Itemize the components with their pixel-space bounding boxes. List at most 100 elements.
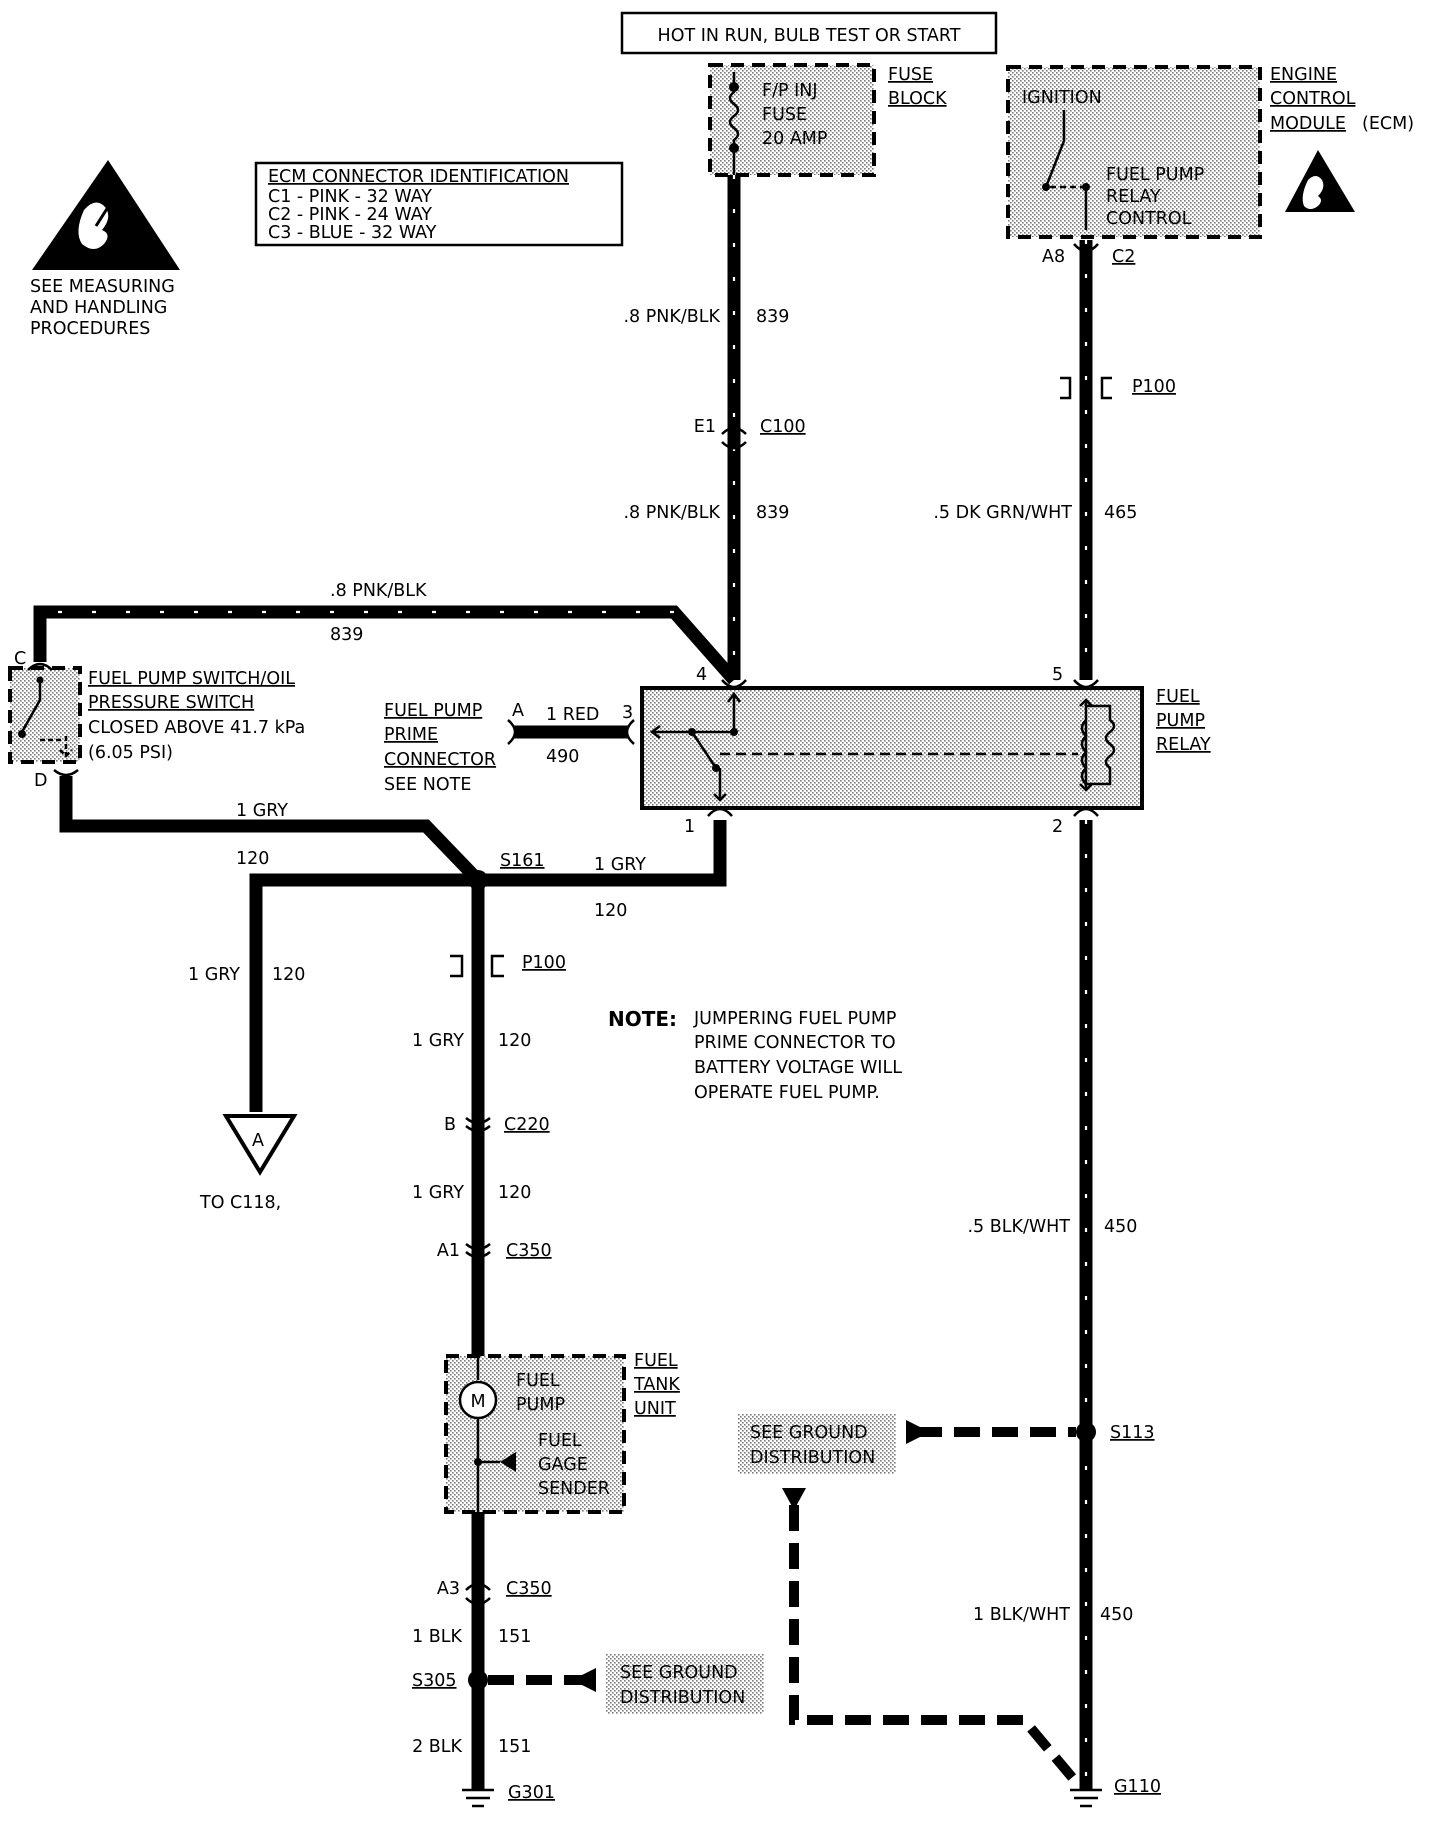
svg-text:120: 120: [594, 901, 627, 921]
prime-note: NOTE: JUMPERING FUEL PUMP PRIME CONNECTO…: [608, 1007, 902, 1103]
svg-text:1 GRY: 1 GRY: [594, 855, 646, 875]
ground-distribution-ref-a[interactable]: SEE GROUND DISTRIBUTION: [738, 1414, 896, 1474]
svg-text:.5 DK GRN/WHT: .5 DK GRN/WHT: [933, 503, 1072, 523]
svg-text:C350: C350: [506, 1241, 552, 1261]
connector-p100-upper: P100: [1060, 376, 1176, 400]
oil-pressure-switch: C D FUEL PUMP SWITCH/OIL PRESSURE SWITCH…: [8, 649, 305, 791]
svg-text:UNIT: UNIT: [634, 1399, 676, 1419]
svg-text:C2: C2: [1112, 247, 1135, 267]
svg-text:120: 120: [498, 1031, 531, 1051]
svg-text:A8: A8: [1042, 247, 1065, 267]
svg-text:(6.05 PSI): (6.05 PSI): [88, 743, 173, 763]
svg-text:.8 PNK/BLK: .8 PNK/BLK: [623, 503, 720, 523]
svg-text:SEE NOTE: SEE NOTE: [384, 775, 471, 795]
svg-text:BLOCK: BLOCK: [888, 89, 947, 109]
svg-text:1: 1: [684, 817, 695, 837]
svg-text:DISTRIBUTION: DISTRIBUTION: [750, 1448, 875, 1468]
svg-text:490: 490: [546, 747, 579, 767]
svg-text:IGNITION: IGNITION: [1022, 88, 1102, 108]
svg-text:C220: C220: [504, 1115, 550, 1135]
svg-text:A: A: [512, 701, 524, 721]
svg-text:RELAY: RELAY: [1106, 187, 1161, 207]
svg-text:1 GRY: 1 GRY: [236, 801, 288, 821]
svg-text:RELAY: RELAY: [1156, 735, 1211, 755]
svg-text:PROCEDURES: PROCEDURES: [30, 319, 150, 339]
svg-text:ENGINE: ENGINE: [1270, 65, 1337, 85]
connector-ecm-a8: [1073, 243, 1099, 253]
svg-text:.5 BLK/WHT: .5 BLK/WHT: [967, 1217, 1070, 1237]
svg-text:CONTROL: CONTROL: [1106, 209, 1192, 229]
svg-text:839: 839: [756, 307, 789, 327]
ground-distribution-ref-b[interactable]: SEE GROUND DISTRIBUTION: [606, 1654, 764, 1714]
svg-text:FUEL: FUEL: [1156, 687, 1200, 707]
svg-text:SENDER: SENDER: [538, 1479, 610, 1499]
svg-text:HOT IN RUN, BULB TEST OR START: HOT IN RUN, BULB TEST OR START: [658, 26, 961, 46]
svg-text:A: A: [252, 1131, 264, 1151]
svg-text:P100: P100: [1132, 377, 1176, 397]
svg-text:A1: A1: [437, 1241, 460, 1261]
svg-text:E1: E1: [694, 417, 716, 437]
svg-text:FUSE: FUSE: [888, 65, 933, 85]
svg-text:PRIME: PRIME: [384, 725, 438, 745]
svg-text:FUEL: FUEL: [538, 1431, 582, 1451]
svg-text:BATTERY VOLTAGE WILL: BATTERY VOLTAGE WILL: [694, 1058, 902, 1078]
svg-text:839: 839: [330, 625, 363, 645]
svg-text:1 GRY: 1 GRY: [188, 965, 240, 985]
svg-text:1 BLK/WHT: 1 BLK/WHT: [973, 1605, 1070, 1625]
svg-text:465: 465: [1104, 503, 1137, 523]
wire-839-to-oil-switch: [33, 605, 739, 685]
svg-text:1 GRY: 1 GRY: [412, 1031, 464, 1051]
ground-g110: G110: [1070, 1777, 1161, 1808]
esd-warning-icon: [32, 160, 180, 270]
svg-text:TO C118,: TO C118,: [199, 1193, 281, 1213]
svg-text:B: B: [444, 1115, 456, 1135]
connector-p100-lower: P100: [450, 953, 566, 978]
svg-text:OPERATE FUEL PUMP.: OPERATE FUEL PUMP.: [694, 1083, 880, 1103]
svg-text:C1 - PINK - 32 WAY: C1 - PINK - 32 WAY: [268, 187, 432, 207]
svg-text:20 AMP: 20 AMP: [762, 129, 827, 149]
svg-text:PUMP: PUMP: [1156, 711, 1205, 731]
svg-text:FUEL: FUEL: [634, 1351, 678, 1371]
svg-text:1 RED: 1 RED: [546, 705, 599, 725]
svg-text:G301: G301: [508, 1783, 555, 1803]
svg-text:C3 - BLUE - 32 WAY: C3 - BLUE - 32 WAY: [268, 223, 437, 243]
splice-s161: S161: [468, 851, 545, 890]
fuel-pump-prime-connector[interactable]: FUEL PUMP PRIME CONNECTOR SEE NOTE A: [384, 701, 635, 795]
connector-c100: E1 C100: [694, 417, 806, 450]
svg-text:839: 839: [756, 503, 789, 523]
svg-text:DISTRIBUTION: DISTRIBUTION: [620, 1688, 745, 1708]
connector-c350-a3: A3 C350: [437, 1579, 552, 1606]
svg-text:SEE GROUND: SEE GROUND: [750, 1423, 868, 1443]
splice-s113: S113: [1076, 1422, 1155, 1443]
svg-text:C2 - PINK - 24 WAY: C2 - PINK - 24 WAY: [268, 205, 432, 225]
power-source-label: HOT IN RUN, BULB TEST OR START: [620, 11, 998, 55]
wire-labels: .8 PNK/BLK 839 .8 PNK/BLK 839 .8 PNK/BLK…: [188, 307, 1137, 1757]
svg-text:1 BLK: 1 BLK: [412, 1627, 462, 1647]
svg-text:PRESSURE SWITCH: PRESSURE SWITCH: [88, 693, 254, 713]
connector-c220: B C220: [444, 1115, 550, 1135]
svg-text:2 BLK: 2 BLK: [412, 1737, 462, 1757]
svg-text:PRIME CONNECTOR TO: PRIME CONNECTOR TO: [694, 1033, 896, 1053]
svg-text:FUSE: FUSE: [762, 105, 807, 125]
svg-text:ECM CONNECTOR IDENTIFICATION: ECM CONNECTOR IDENTIFICATION: [268, 167, 569, 187]
ground-g301: G301: [462, 1783, 555, 1808]
svg-text:PUMP: PUMP: [516, 1395, 565, 1415]
ground-dist-wire-s305: [488, 1668, 596, 1692]
svg-text:2: 2: [1052, 817, 1063, 837]
fuel-tank-unit: M FUEL PUMP FUEL GAGE SENDER FUEL TANK U…: [444, 1351, 680, 1514]
svg-text:4: 4: [696, 665, 707, 685]
ground-dist-wire-s113: [906, 1420, 1076, 1444]
svg-text:P100: P100: [522, 953, 566, 973]
offpage-connector-a: A TO C118,: [199, 1114, 298, 1213]
svg-text:FUEL PUMP SWITCH/OIL: FUEL PUMP SWITCH/OIL: [88, 669, 295, 689]
ecm-connector-identification: ECM CONNECTOR IDENTIFICATION C1 - PINK -…: [254, 161, 624, 247]
svg-text:MODULE: MODULE: [1270, 114, 1346, 134]
svg-text:JUMPERING FUEL PUMP: JUMPERING FUEL PUMP: [693, 1009, 896, 1029]
svg-text:C: C: [14, 649, 26, 669]
svg-text:1 GRY: 1 GRY: [412, 1183, 464, 1203]
svg-text:FUEL PUMP: FUEL PUMP: [384, 701, 482, 721]
svg-text:C350: C350: [506, 1579, 552, 1599]
fuel-pump-relay: 4 5 1 2 3 FUEL PUMP RELAY: [622, 665, 1211, 837]
svg-text:TANK: TANK: [633, 1375, 680, 1395]
